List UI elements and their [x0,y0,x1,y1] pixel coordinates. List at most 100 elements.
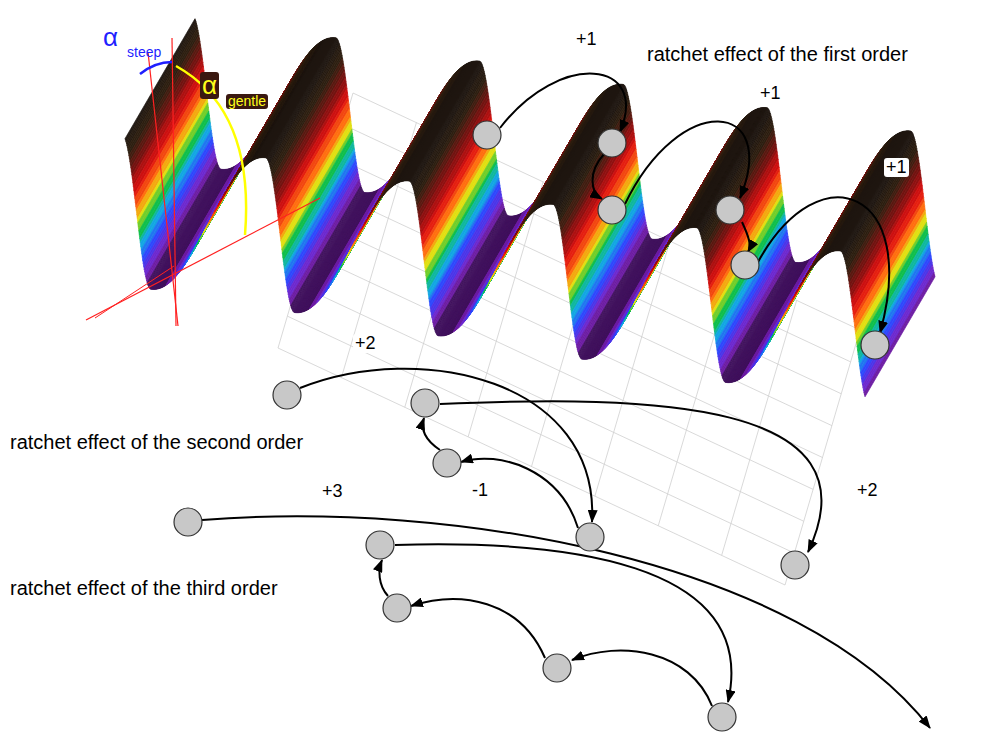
surface-strip [311,187,381,307]
surface-strip [302,192,372,312]
surface-strip [587,239,657,359]
surface-strip [439,216,509,336]
angle-subscript: gentle [226,94,268,109]
surface-strip [436,213,506,334]
surface-strip [309,189,379,309]
surface-strip [450,214,520,334]
order-title: ratchet effect of the second order [10,432,303,453]
surface-strip [443,216,513,336]
surface-strip [602,231,672,351]
surface-strip [309,189,379,309]
surface-strip [580,237,650,358]
jump-count: +2 [855,481,880,500]
surface-strip [171,161,241,281]
surface-strip [171,161,241,281]
particle [598,129,626,157]
surface-strip [600,233,670,353]
angle-symbol: α [103,24,118,51]
surface-strip [454,211,524,331]
surface-strip [729,263,799,383]
surface-strip [451,213,521,333]
surface-strip [150,169,220,289]
surface-strip [442,216,512,336]
particle [716,196,744,224]
surface-strip [724,262,794,383]
order-title: ratchet effect of the first order [647,44,908,65]
grid-line [785,330,860,585]
particle [273,381,301,409]
surface-strip [449,214,519,334]
jump-arrow [500,74,626,132]
surface-strip [448,214,518,334]
slide-arrow [423,418,440,450]
surface-strip [298,193,368,313]
surface-strip [731,262,801,382]
surface-strip [453,212,523,332]
surface-strip [150,168,220,288]
surface-strip [588,239,658,359]
surface-strip [456,210,526,330]
surface-strip [306,191,376,311]
surface-strip [310,188,380,308]
surface-strip [728,263,798,383]
jump-arrow [461,459,578,528]
surface-strip [861,256,931,379]
jump-count: +1 [884,158,909,177]
surface-strip [585,239,655,359]
surface-strip [446,215,516,335]
surface-strip [305,191,375,311]
surface-strip [304,192,374,312]
surface-strip [304,191,374,311]
surface-strip [168,163,238,283]
surface-strip [860,245,930,369]
jump-arrow [411,599,545,658]
particle [174,508,202,536]
jump-arrow [202,516,930,728]
surface-strip [293,191,363,312]
surface-strip [446,215,516,335]
particle [576,523,604,551]
surface-strip [599,233,669,353]
jump-count: +3 [320,482,345,501]
surface-strip [313,185,383,305]
jump-count: +1 [574,30,599,49]
jump-arrow [572,651,712,706]
normal-line [172,38,176,326]
surface-strip [161,168,231,288]
surface-strip [590,238,660,358]
surface-strip [457,209,527,329]
surface-strip [863,265,933,388]
surface-strip [293,191,363,312]
surface-strip [169,163,239,283]
particle [433,449,461,477]
surface-strip [449,214,519,334]
surface-strip [151,169,221,289]
surface-strip [437,215,507,336]
surface-strip [582,239,652,359]
surface-strip [591,238,661,358]
jump-arrow [758,197,889,333]
surface-strip [586,239,656,359]
surface-strip [149,168,219,289]
surface-strip [439,216,509,336]
surface-strip [584,239,654,359]
surface-strip [436,214,506,335]
surface-strip [459,207,529,327]
particle [473,121,501,149]
angle-construction [86,38,320,326]
surface-strip [438,216,508,336]
jump-arrow [395,544,731,702]
surface-strip [726,263,796,383]
surface-strip [159,169,229,289]
surface-strip [310,188,380,308]
surface-strip [313,186,383,306]
surface-strip [294,192,364,312]
surface-strip [292,190,362,311]
surface-strip [593,237,663,357]
surface-strip [296,193,366,313]
surface-strip [160,168,230,288]
surface-strip [580,238,650,359]
surface-strip [455,210,525,330]
surface-strip [307,190,377,310]
